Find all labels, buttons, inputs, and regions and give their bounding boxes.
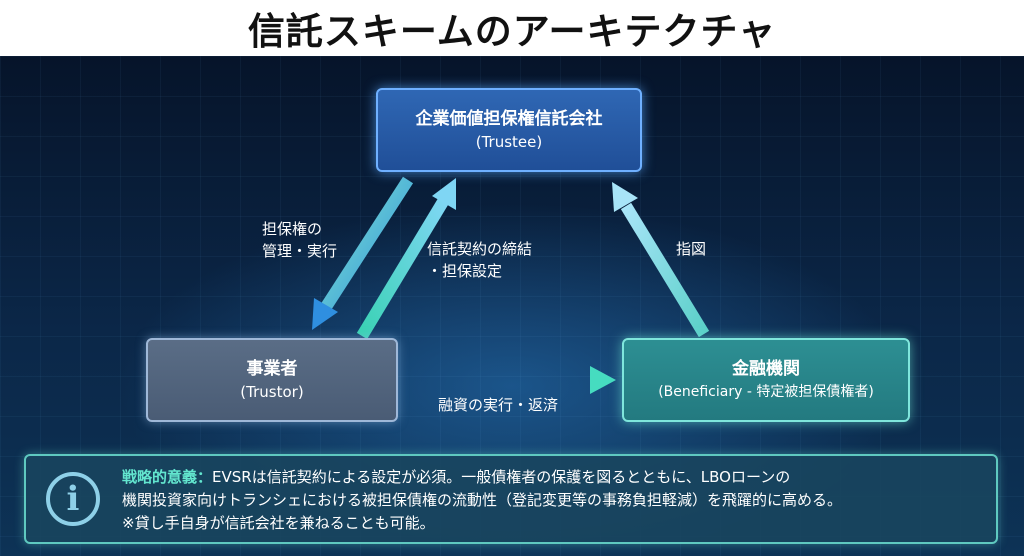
info-line-3: ※貸し手自身が信託会社を兼ねることも可能。 bbox=[122, 514, 435, 532]
info-box: i 戦略的意義：EVSRは信託契約による設定が必須。一般債権者の保護を図るととも… bbox=[24, 454, 998, 544]
trustee-name: 企業価値担保権信託会社 bbox=[415, 109, 603, 129]
diagram-stage: 企業価値担保権信託会社 (Trustee) 事業者 (Trustor) 金融機関… bbox=[0, 56, 1024, 556]
manage-label-line2: 管理・実行 bbox=[262, 242, 338, 260]
direct-label: 指図 bbox=[676, 240, 707, 258]
info-line-1: 戦略的意義：EVSRは信託契約による設定が必須。一般債権者の保護を図るとともに、… bbox=[122, 466, 992, 489]
arrow-contract bbox=[356, 178, 456, 340]
manage-label: 担保権の 管理・実行 bbox=[262, 218, 337, 262]
trustee-role: (Trustee) bbox=[475, 133, 543, 151]
trustor-node: 事業者 (Trustor) bbox=[146, 338, 398, 422]
contract-label-line2: ・担保設定 bbox=[427, 262, 503, 280]
beneficiary-node: 金融機関 (Beneficiary - 特定被担保債権者) bbox=[622, 338, 910, 422]
trustee-node: 企業価値担保権信託会社 (Trustee) bbox=[376, 88, 642, 172]
trustor-name: 事業者 bbox=[246, 359, 298, 379]
info-line-2: 機関投資家向けトランシェにおける被担保債権の流動性（登記変更等の事務負担軽減）を… bbox=[122, 491, 843, 509]
info-line1-text: EVSRは信託契約による設定が必須。一般債権者の保護を図るとともに、LBOローン… bbox=[212, 468, 791, 486]
manage-label-line1: 担保権の bbox=[262, 220, 323, 238]
arrow-manage bbox=[312, 176, 414, 330]
contract-label: 信託契約の締結 ・担保設定 bbox=[427, 238, 532, 282]
title-bar: 信託スキームのアーキテクチャ bbox=[0, 0, 1024, 56]
info-heading: 戦略的意義： bbox=[122, 468, 213, 486]
info-text: 戦略的意義：EVSRは信託契約による設定が必須。一般債権者の保護を図るとともに、… bbox=[122, 466, 992, 535]
finance-label: 融資の実行・返済 bbox=[438, 396, 559, 414]
beneficiary-name: 金融機関 bbox=[732, 359, 800, 379]
diagram-arrows bbox=[312, 176, 710, 394]
arrow-finance bbox=[404, 366, 616, 394]
contract-label-line1: 信託契約の締結 bbox=[427, 240, 533, 258]
page-title: 信託スキームのアーキテクチャ bbox=[247, 10, 777, 53]
arrow-direct bbox=[612, 182, 710, 338]
info-icon: i bbox=[46, 472, 100, 526]
beneficiary-role: (Beneficiary - 特定被担保債権者) bbox=[658, 384, 874, 400]
trustor-role: (Trustor) bbox=[240, 383, 304, 401]
